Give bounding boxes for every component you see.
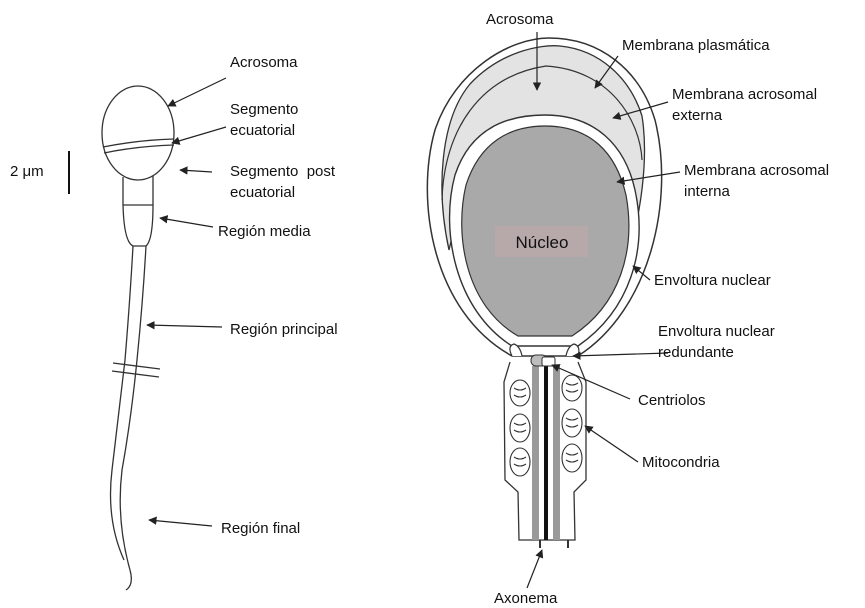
- label-axonema: Axonema: [494, 590, 558, 607]
- label-segmento-post-line1: Segmento post: [230, 163, 336, 180]
- principal-piece: [111, 246, 134, 560]
- label-segmento-post-line2: ecuatorial: [230, 184, 295, 201]
- label-centriolos: Centriolos: [638, 392, 706, 409]
- midpiece: [123, 176, 153, 246]
- right-tail: [504, 362, 586, 548]
- label-acrosoma-left: Acrosoma: [230, 54, 298, 71]
- scale-label: 2 μm: [10, 163, 44, 180]
- mitochondria-left: [510, 380, 530, 476]
- mitochondria-right: [562, 375, 582, 472]
- axoneme-core: [544, 366, 548, 540]
- label-membrana-acrosomal-externa-line1: Membrana acrosomal: [672, 86, 817, 103]
- label-membrana-plasmatica: Membrana plasmática: [622, 37, 770, 54]
- left-sperm-drawing: [102, 86, 174, 590]
- label-acrosoma-right: Acrosoma: [486, 11, 554, 28]
- label-region-final: Región final: [221, 520, 300, 537]
- label-membrana-acrosomal-externa-line2: externa: [672, 107, 723, 124]
- axoneme-gray-right: [553, 366, 560, 540]
- label-nucleo: Núcleo: [516, 233, 569, 252]
- label-region-media: Región media: [218, 223, 311, 240]
- label-membrana-acrosomal-interna-line1: Membrana acrosomal: [684, 162, 829, 179]
- label-segmento-ecuatorial-line1: Segmento: [230, 101, 298, 118]
- label-region-principal: Región principal: [230, 321, 338, 338]
- label-envoltura-redundante-line2: redundante: [658, 344, 734, 361]
- label-membrana-acrosomal-interna-line2: interna: [684, 183, 731, 200]
- axoneme-gray-left: [532, 366, 539, 540]
- label-envoltura-nuclear: Envoltura nuclear: [654, 272, 771, 289]
- label-segmento-ecuatorial-line2: ecuatorial: [230, 122, 295, 139]
- left-sperm-head: [102, 86, 174, 180]
- label-mitocondria: Mitocondria: [642, 454, 720, 471]
- label-envoltura-redundante-line1: Envoltura nuclear: [658, 323, 775, 340]
